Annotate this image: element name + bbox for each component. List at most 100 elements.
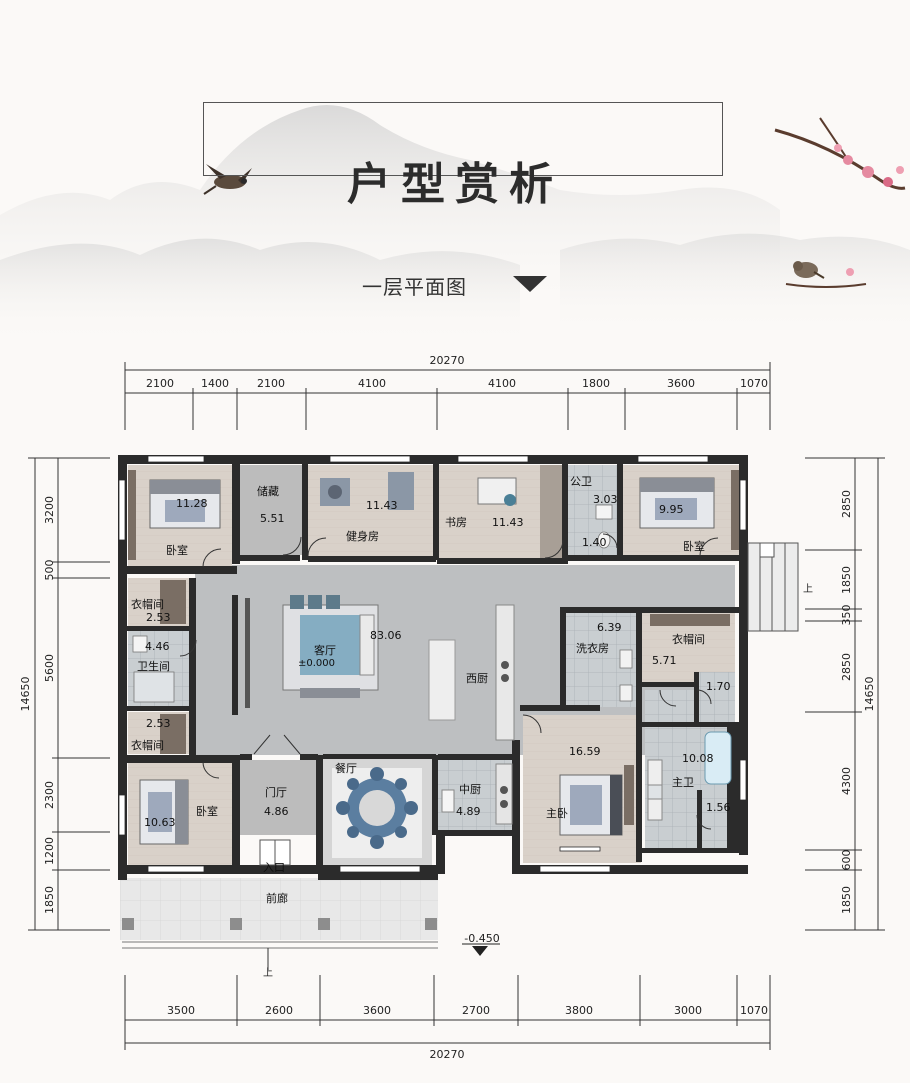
dimension-left <box>28 457 110 931</box>
bathtub-icon <box>647 731 732 821</box>
bath-w-area: 4.46 <box>145 640 170 653</box>
dim-top-1: 2100 <box>146 377 174 390</box>
gym-equipment-icon <box>320 472 414 510</box>
study-name: 书房 <box>445 516 467 529</box>
master-bath-name: 主卫 <box>672 776 694 789</box>
bedroom-nw-area: 11.28 <box>176 497 208 510</box>
level-marker <box>462 943 500 956</box>
tv-wall <box>245 598 250 708</box>
bedroom-ne-area: 9.95 <box>659 503 684 516</box>
bird-right-icon <box>785 261 867 288</box>
dim-left-5: 1200 <box>43 837 56 865</box>
porch-up-label: 上 <box>263 967 273 979</box>
dimension-top <box>124 362 771 430</box>
dim-bottom-3: 3600 <box>363 1004 391 1017</box>
side-up-label: 上 <box>803 583 813 595</box>
living-name: 客厅 <box>314 644 336 657</box>
kitchen-island <box>428 639 456 721</box>
bed-nw-icon <box>149 479 221 529</box>
dim-top-3: 2100 <box>257 377 285 390</box>
dim-top-6: 1800 <box>582 377 610 390</box>
chinese-kitchen-name: 中厨 <box>459 783 481 796</box>
down-triangle-icon <box>513 276 547 292</box>
wc-e-area: 1.70 <box>706 680 731 693</box>
dim-left-2: 500 <box>43 560 56 581</box>
public-bath-name: 公卫 <box>570 475 592 488</box>
dim-right-3: 350 <box>840 605 853 626</box>
dim-left-3: 5600 <box>43 654 56 682</box>
dim-top-4: 4100 <box>358 377 386 390</box>
porch-name: 前廊 <box>266 892 288 905</box>
closet-w1-area: 2.53 <box>146 611 171 624</box>
west-kitchen-name: 西厨 <box>466 672 488 685</box>
bird-left-icon <box>203 164 252 195</box>
wardrobes <box>128 470 739 825</box>
gym-name: 健身房 <box>346 530 379 543</box>
master-bed-name: 主卧 <box>546 807 568 820</box>
plan-subtitle: 一层平面图 <box>362 275 467 299</box>
bath-w-name: 卫生间 <box>137 660 170 673</box>
page-title: 户型赏析 <box>347 159 563 210</box>
closet-e-area: 5.71 <box>652 654 677 667</box>
dim-bottom-6: 3000 <box>674 1004 702 1017</box>
dim-right-5: 4300 <box>840 767 853 795</box>
dim-right-6: 600 <box>840 850 853 871</box>
living-area: 83.06 <box>370 629 402 642</box>
small-room-area: 1.40 <box>582 536 607 549</box>
study-desk-icon <box>477 477 517 506</box>
laundry-machines <box>619 649 633 702</box>
door-swings <box>179 533 719 830</box>
dim-bottom-5: 3800 <box>565 1004 593 1017</box>
outdoor-level-label: -0.450 <box>464 932 499 945</box>
bedroom-nw-name: 卧室 <box>166 544 188 557</box>
bed-sw-icon <box>139 779 189 845</box>
dim-top-8: 1070 <box>740 377 768 390</box>
gym-area: 11.43 <box>366 499 398 512</box>
dim-top-total: 20270 <box>430 354 465 367</box>
bath-w-fixtures-icon <box>132 635 175 703</box>
dimension-right <box>805 457 885 931</box>
bedroom-ne-name: 卧室 <box>683 540 705 553</box>
chinese-kitchen-area: 4.89 <box>456 805 481 818</box>
master-bed-area: 16.59 <box>569 745 601 758</box>
dim-top-5: 4100 <box>488 377 516 390</box>
dim-left-1: 3200 <box>43 496 56 524</box>
foyer-name: 门厅 <box>265 786 287 799</box>
dim-right-2: 1850 <box>840 566 853 594</box>
laundry-name: 洗衣房 <box>576 642 609 655</box>
bedroom-sw-area: 10.63 <box>144 816 176 829</box>
plum-blossom-icon <box>774 117 906 190</box>
windows <box>118 455 747 873</box>
dim-right-total: 14650 <box>863 677 876 712</box>
dim-top-2: 1400 <box>201 377 229 390</box>
porch-columns <box>122 918 437 930</box>
small-e-area: 1.56 <box>706 801 731 814</box>
title-frame <box>203 102 723 176</box>
ink-landscape-background <box>0 105 910 340</box>
dining-table-icon <box>336 767 418 849</box>
foyer-floor <box>240 760 317 835</box>
closet-w2-name: 衣帽间 <box>131 739 164 752</box>
dim-left-total: 14650 <box>19 677 32 712</box>
porch-floor <box>120 878 438 940</box>
dining-name: 餐厅 <box>335 762 357 775</box>
dim-bottom-1: 3500 <box>167 1004 195 1017</box>
dimension-bottom <box>124 975 771 1050</box>
dim-left-4: 2300 <box>43 781 56 809</box>
storage-area: 5.51 <box>260 512 285 525</box>
dim-bottom-2: 2600 <box>265 1004 293 1017</box>
study-area: 11.43 <box>492 516 524 529</box>
dim-top-7: 3600 <box>667 377 695 390</box>
chinese-kitchen-fixtures <box>441 763 513 825</box>
foyer-area: 4.86 <box>264 805 289 818</box>
dim-right-1: 2850 <box>840 490 853 518</box>
dim-bottom-total: 20270 <box>430 1048 465 1061</box>
bedroom-sw-name: 卧室 <box>196 805 218 818</box>
closet-w1-name: 衣帽间 <box>131 598 164 611</box>
dim-bottom-4: 2700 <box>462 1004 490 1017</box>
public-toilet-icon <box>595 504 613 549</box>
master-bath-area: 10.08 <box>682 752 714 765</box>
sofa-set-icon <box>282 595 379 698</box>
